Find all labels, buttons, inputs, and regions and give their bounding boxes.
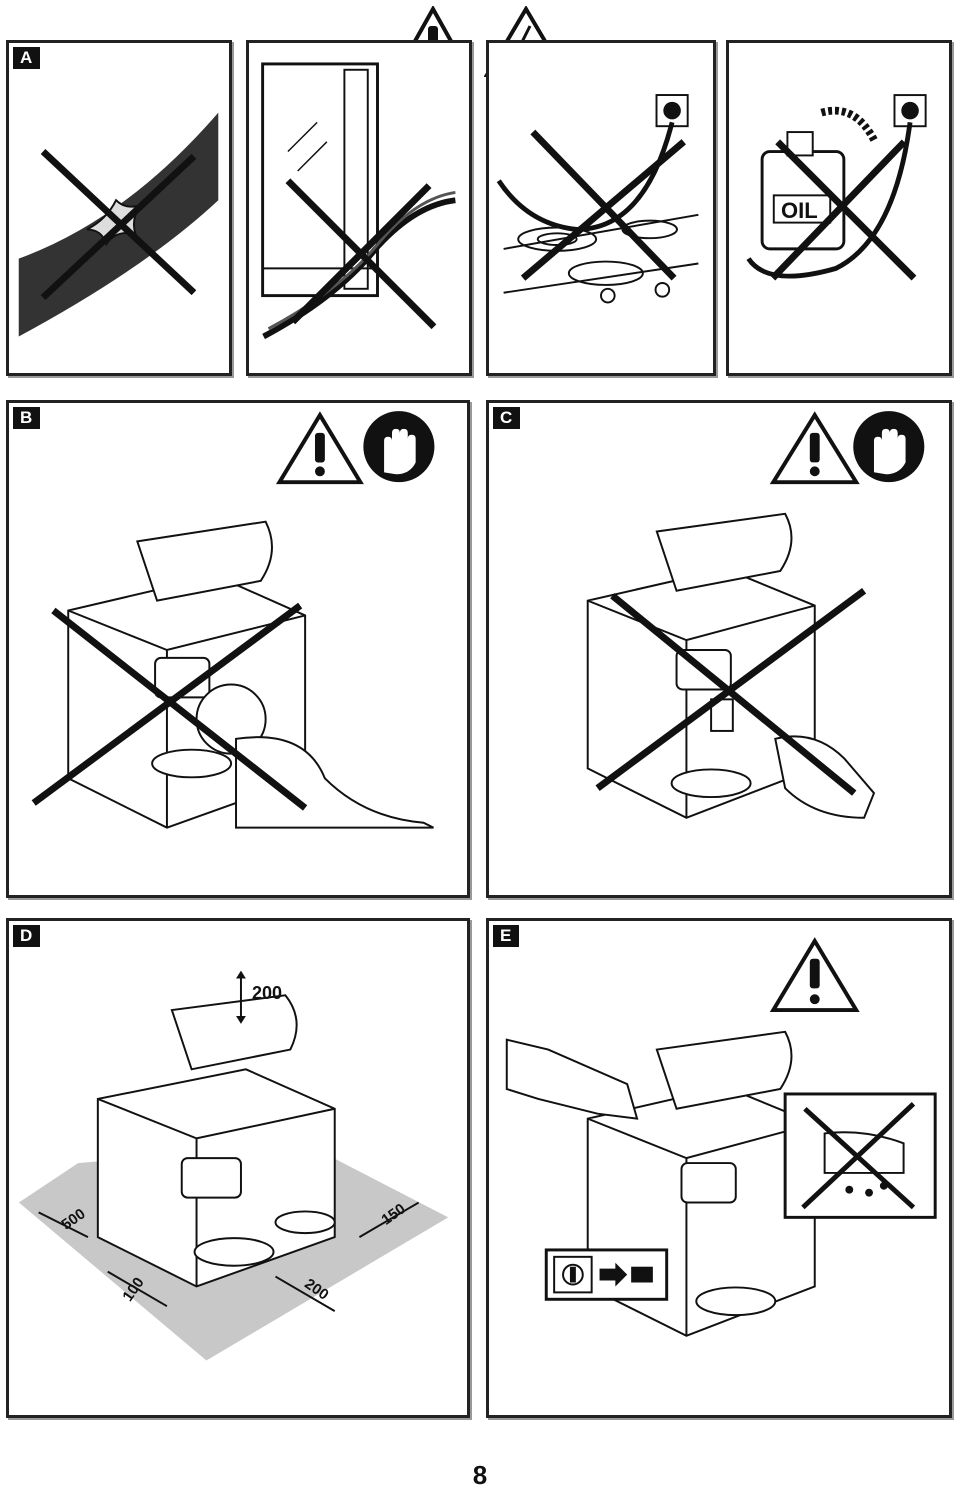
panel-d: D 200 500 150 100 200 xyxy=(6,918,470,1418)
cord-over-edge-illustration xyxy=(18,112,219,337)
clearance-diagram-illustration xyxy=(18,970,449,1361)
stop-hand-icon xyxy=(853,411,925,483)
panel-label: C xyxy=(493,407,520,429)
panel-label: D xyxy=(13,925,40,947)
cord-oil-illustration xyxy=(746,94,927,281)
stop-hand-icon xyxy=(363,411,435,483)
panel-c: C xyxy=(486,400,952,898)
cord-door-illustration xyxy=(261,62,456,340)
warning-triangle-icon xyxy=(769,411,860,485)
panel-label: B xyxy=(13,407,40,429)
oil-label: OIL xyxy=(781,198,818,223)
cord-hotplate-illustration xyxy=(496,94,699,304)
panel-a-1: A xyxy=(6,40,232,376)
panel-b: B xyxy=(6,400,470,898)
page-number: 8 xyxy=(472,1460,488,1490)
panel-e: E xyxy=(486,918,952,1418)
panel-a-4: OIL xyxy=(726,40,952,376)
panel-a-2 xyxy=(246,40,472,376)
panel-a-3 xyxy=(486,40,716,376)
clearance-top-label: 200 xyxy=(252,983,283,1003)
panel-label: A xyxy=(13,47,40,69)
panel-label: E xyxy=(493,925,519,947)
hand-under-spout-illustration xyxy=(586,411,925,819)
warning-triangle-icon xyxy=(769,937,860,1013)
warning-triangle-icon xyxy=(275,411,364,485)
cleaning-unplug-illustration xyxy=(505,937,937,1337)
child-near-machine-illustration xyxy=(31,411,435,829)
